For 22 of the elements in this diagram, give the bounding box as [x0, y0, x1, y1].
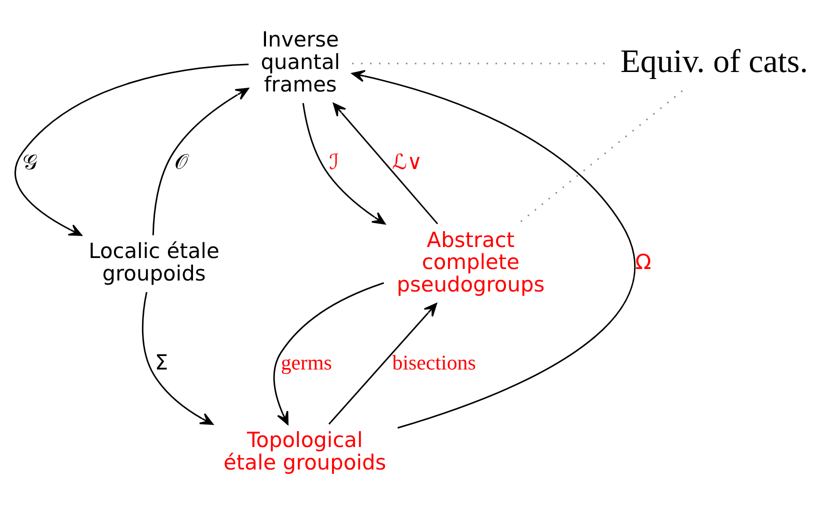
node-text: Abstract complete pseudogroups — [396, 228, 545, 297]
node-text: Topological étale groupoids — [224, 428, 386, 474]
node-text: Localic étale groupoids — [88, 239, 220, 286]
edge-label: Ω — [635, 250, 652, 274]
edge-label: 𝒪 — [174, 150, 188, 174]
arrow — [332, 102, 438, 224]
arrow — [273, 282, 384, 425]
arrow — [328, 302, 438, 425]
node-text: Equiv. of cats. — [620, 44, 808, 80]
connector — [518, 90, 683, 224]
edge-label: 𝒢 — [22, 150, 38, 174]
arrow — [352, 70, 635, 429]
arrow — [152, 88, 249, 236]
arrow — [14, 64, 249, 236]
node-text: Inverse quantal frames — [260, 28, 340, 96]
edge-label: germs — [280, 350, 332, 374]
edge-label: ℐ — [329, 150, 339, 174]
arrow — [142, 292, 214, 425]
edge-label: bisections — [392, 350, 476, 374]
arrow — [302, 103, 386, 225]
edge-label: ℒ∨ — [392, 150, 422, 174]
edge-label: Σ — [154, 350, 168, 374]
